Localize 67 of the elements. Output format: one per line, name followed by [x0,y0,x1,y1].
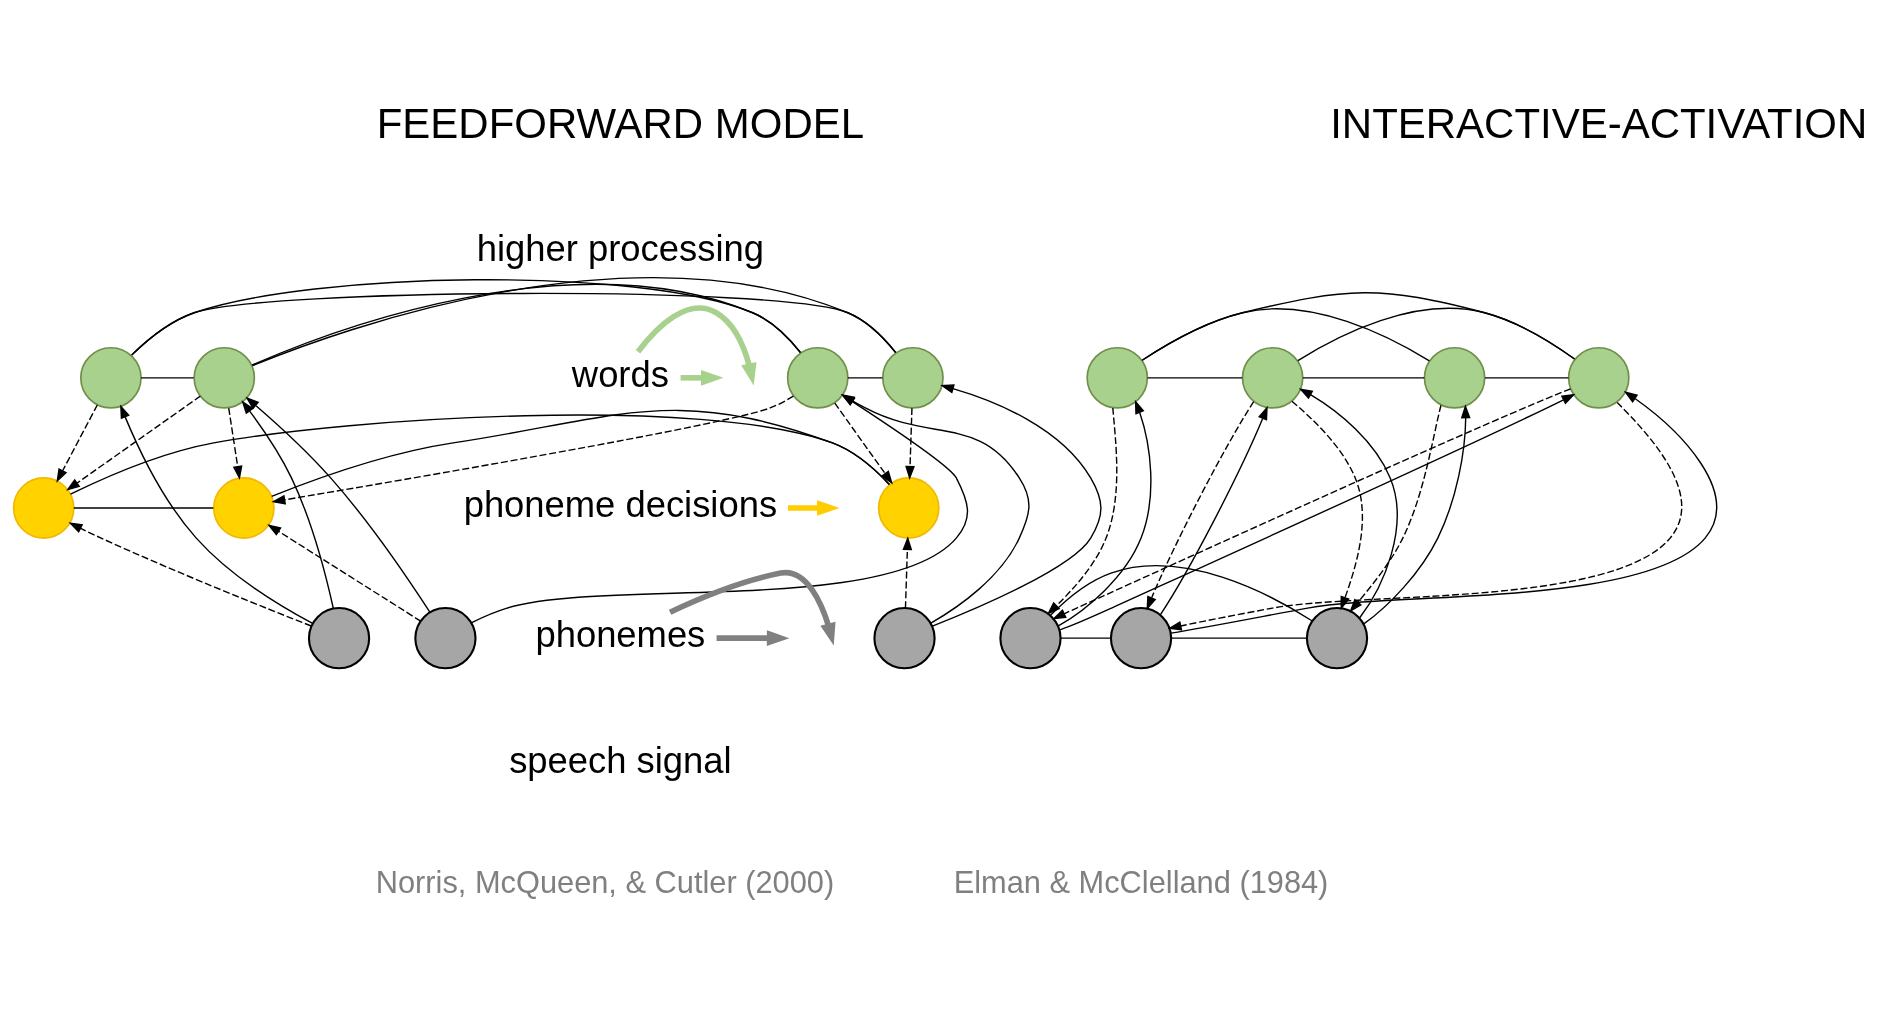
connector [270,409,891,498]
connector [251,277,897,367]
arrow [56,404,98,483]
arrow [68,522,312,627]
label: Norris, McQueen, & Cutler (2000) [375,865,835,901]
connector [1170,637,1308,639]
connector [1060,637,1112,639]
node-circle [1241,346,1304,409]
arrow [716,630,790,647]
arrow [66,395,201,491]
label: speech signal [509,739,732,781]
label: INTERACTIVE-ACTIVATION [1330,99,1868,147]
node-circle [1086,346,1149,409]
connector [69,414,891,495]
node-circle [12,477,75,539]
node-circle [193,346,256,409]
arrow [1291,400,1364,611]
arrow [1146,400,1255,611]
arrow [1349,404,1442,613]
arrow [931,384,1102,627]
arrow [787,500,840,516]
label: FEEDFORWARD MODEL [376,99,865,147]
arrow [1159,405,1268,616]
arrow [1363,404,1471,625]
node-text: phonemes [535,613,706,655]
label: higher processing [476,227,764,269]
node-circle [999,607,1062,670]
connector [1141,292,1576,361]
node-circle [882,346,944,409]
connector [1484,377,1570,379]
node-circle [1305,607,1369,670]
node-circle [1567,346,1630,409]
arrow [1298,388,1398,619]
arrow [668,569,836,646]
arrow [241,400,334,609]
connector [251,283,802,366]
connector [140,377,195,379]
node-text: words [571,353,669,395]
arrow [228,407,243,480]
node-circle [414,607,477,670]
arrow [902,536,913,609]
connector [847,377,884,379]
arrow [680,369,724,386]
node-text: phoneme decisions [463,483,778,525]
arrow [1057,399,1152,627]
arrow [245,396,431,613]
node-circle [873,607,936,670]
node-circle [877,477,940,539]
node-circle [786,346,849,409]
arrow [267,524,422,622]
arrow [120,404,314,625]
arrow [271,395,795,505]
arrow [905,407,915,480]
connector [1146,377,1244,379]
arrow [834,402,893,485]
connector [1141,308,1431,362]
connector [1302,377,1426,379]
label: Elman & McClelland (1984) [953,865,1329,901]
arrow [635,305,757,386]
connector [73,507,214,509]
node-circle [1423,346,1486,409]
connector [1049,565,1313,622]
node-circle [79,346,142,409]
node-circle [307,607,371,670]
node-circle [212,477,275,539]
node-circle [1109,607,1173,670]
connector [1297,307,1576,362]
